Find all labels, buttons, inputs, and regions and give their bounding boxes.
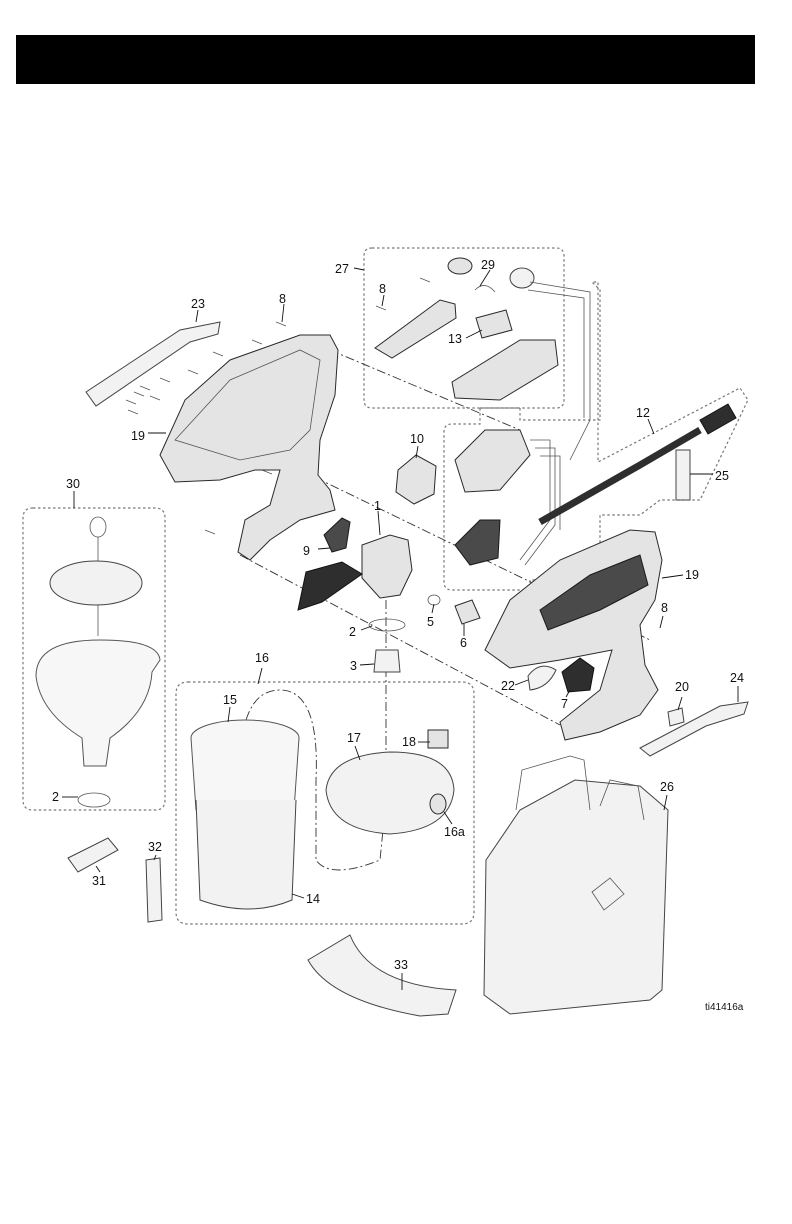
part-16a-fitting (430, 794, 446, 814)
callout-14: 14 (306, 892, 320, 906)
figure-id: ti41416a (705, 1002, 744, 1013)
callout-1: 1 (374, 499, 381, 513)
callout-6: 6 (460, 636, 467, 650)
callout-27: 27 (335, 262, 349, 276)
part-27-bracket (375, 300, 456, 358)
callout-32: 32 (148, 840, 162, 854)
callout-2-center: 2 (349, 625, 356, 639)
callout-26: 26 (660, 780, 674, 794)
callout-17: 17 (347, 731, 361, 745)
callout-7: 7 (561, 697, 568, 711)
part-20-label (668, 708, 684, 726)
part-3-nut (374, 650, 400, 672)
part-25-tag (676, 450, 690, 500)
part-14-base (196, 800, 296, 909)
part-26-case (484, 780, 668, 1014)
part-30-handle-loop (90, 517, 106, 537)
callout-3: 3 (350, 659, 357, 673)
part-9-guard (324, 518, 350, 552)
part-29-clip (475, 285, 495, 292)
callout-9: 9 (303, 544, 310, 558)
part-5-washer (428, 595, 440, 605)
callout-10: 10 (410, 432, 424, 446)
part-30-disc (50, 561, 142, 605)
part-31-tube (68, 838, 118, 872)
callout-20: 20 (675, 680, 689, 694)
callout-8-right: 8 (661, 601, 668, 615)
callout-30: 30 (66, 477, 80, 491)
callout-29: 29 (481, 258, 495, 272)
callout-19-left: 19 (131, 429, 145, 443)
callout-12: 12 (636, 406, 650, 420)
part-30-funnel (36, 640, 160, 766)
callout-25: 25 (715, 469, 729, 483)
callout-23: 23 (191, 297, 205, 311)
callout-16a: 16a (444, 825, 465, 839)
part-7-knob (562, 658, 594, 692)
part-1-gun-tip (298, 562, 362, 610)
callout-13: 13 (448, 332, 462, 346)
callout-33: 33 (394, 958, 408, 972)
part-2-oring-funnel (78, 793, 110, 807)
callout-24: 24 (730, 671, 744, 685)
callout-8-top: 8 (379, 282, 386, 296)
part-10-bearing (396, 455, 436, 504)
motor-body (455, 430, 530, 492)
callout-16: 16 (255, 651, 269, 665)
callout-8-left: 8 (279, 292, 286, 306)
callout-2-funnel: 2 (52, 790, 59, 804)
part-1-pump (362, 535, 412, 598)
part-13-switch (476, 310, 512, 338)
part-24-label (640, 702, 748, 756)
callout-15: 15 (223, 693, 237, 707)
motor-board (455, 520, 500, 565)
part-32-label (146, 858, 162, 922)
part-2-oring-center (369, 619, 405, 631)
part-18-cap (428, 730, 448, 748)
part-17-lid (326, 752, 454, 834)
part-27-ring (448, 258, 472, 274)
part-22-shim (528, 666, 556, 690)
callout-22: 22 (501, 679, 515, 693)
part-27-cover (452, 340, 558, 400)
part-27-grommet (510, 268, 534, 288)
part-12-cord-plug (700, 404, 736, 434)
part-6-valve (455, 600, 480, 624)
callout-18: 18 (402, 735, 416, 749)
part-33-label (308, 935, 456, 1016)
callout-31: 31 (92, 874, 106, 888)
callout-19-right: 19 (685, 568, 699, 582)
callout-5: 5 (427, 615, 434, 629)
part-19-left-housing (160, 335, 338, 560)
